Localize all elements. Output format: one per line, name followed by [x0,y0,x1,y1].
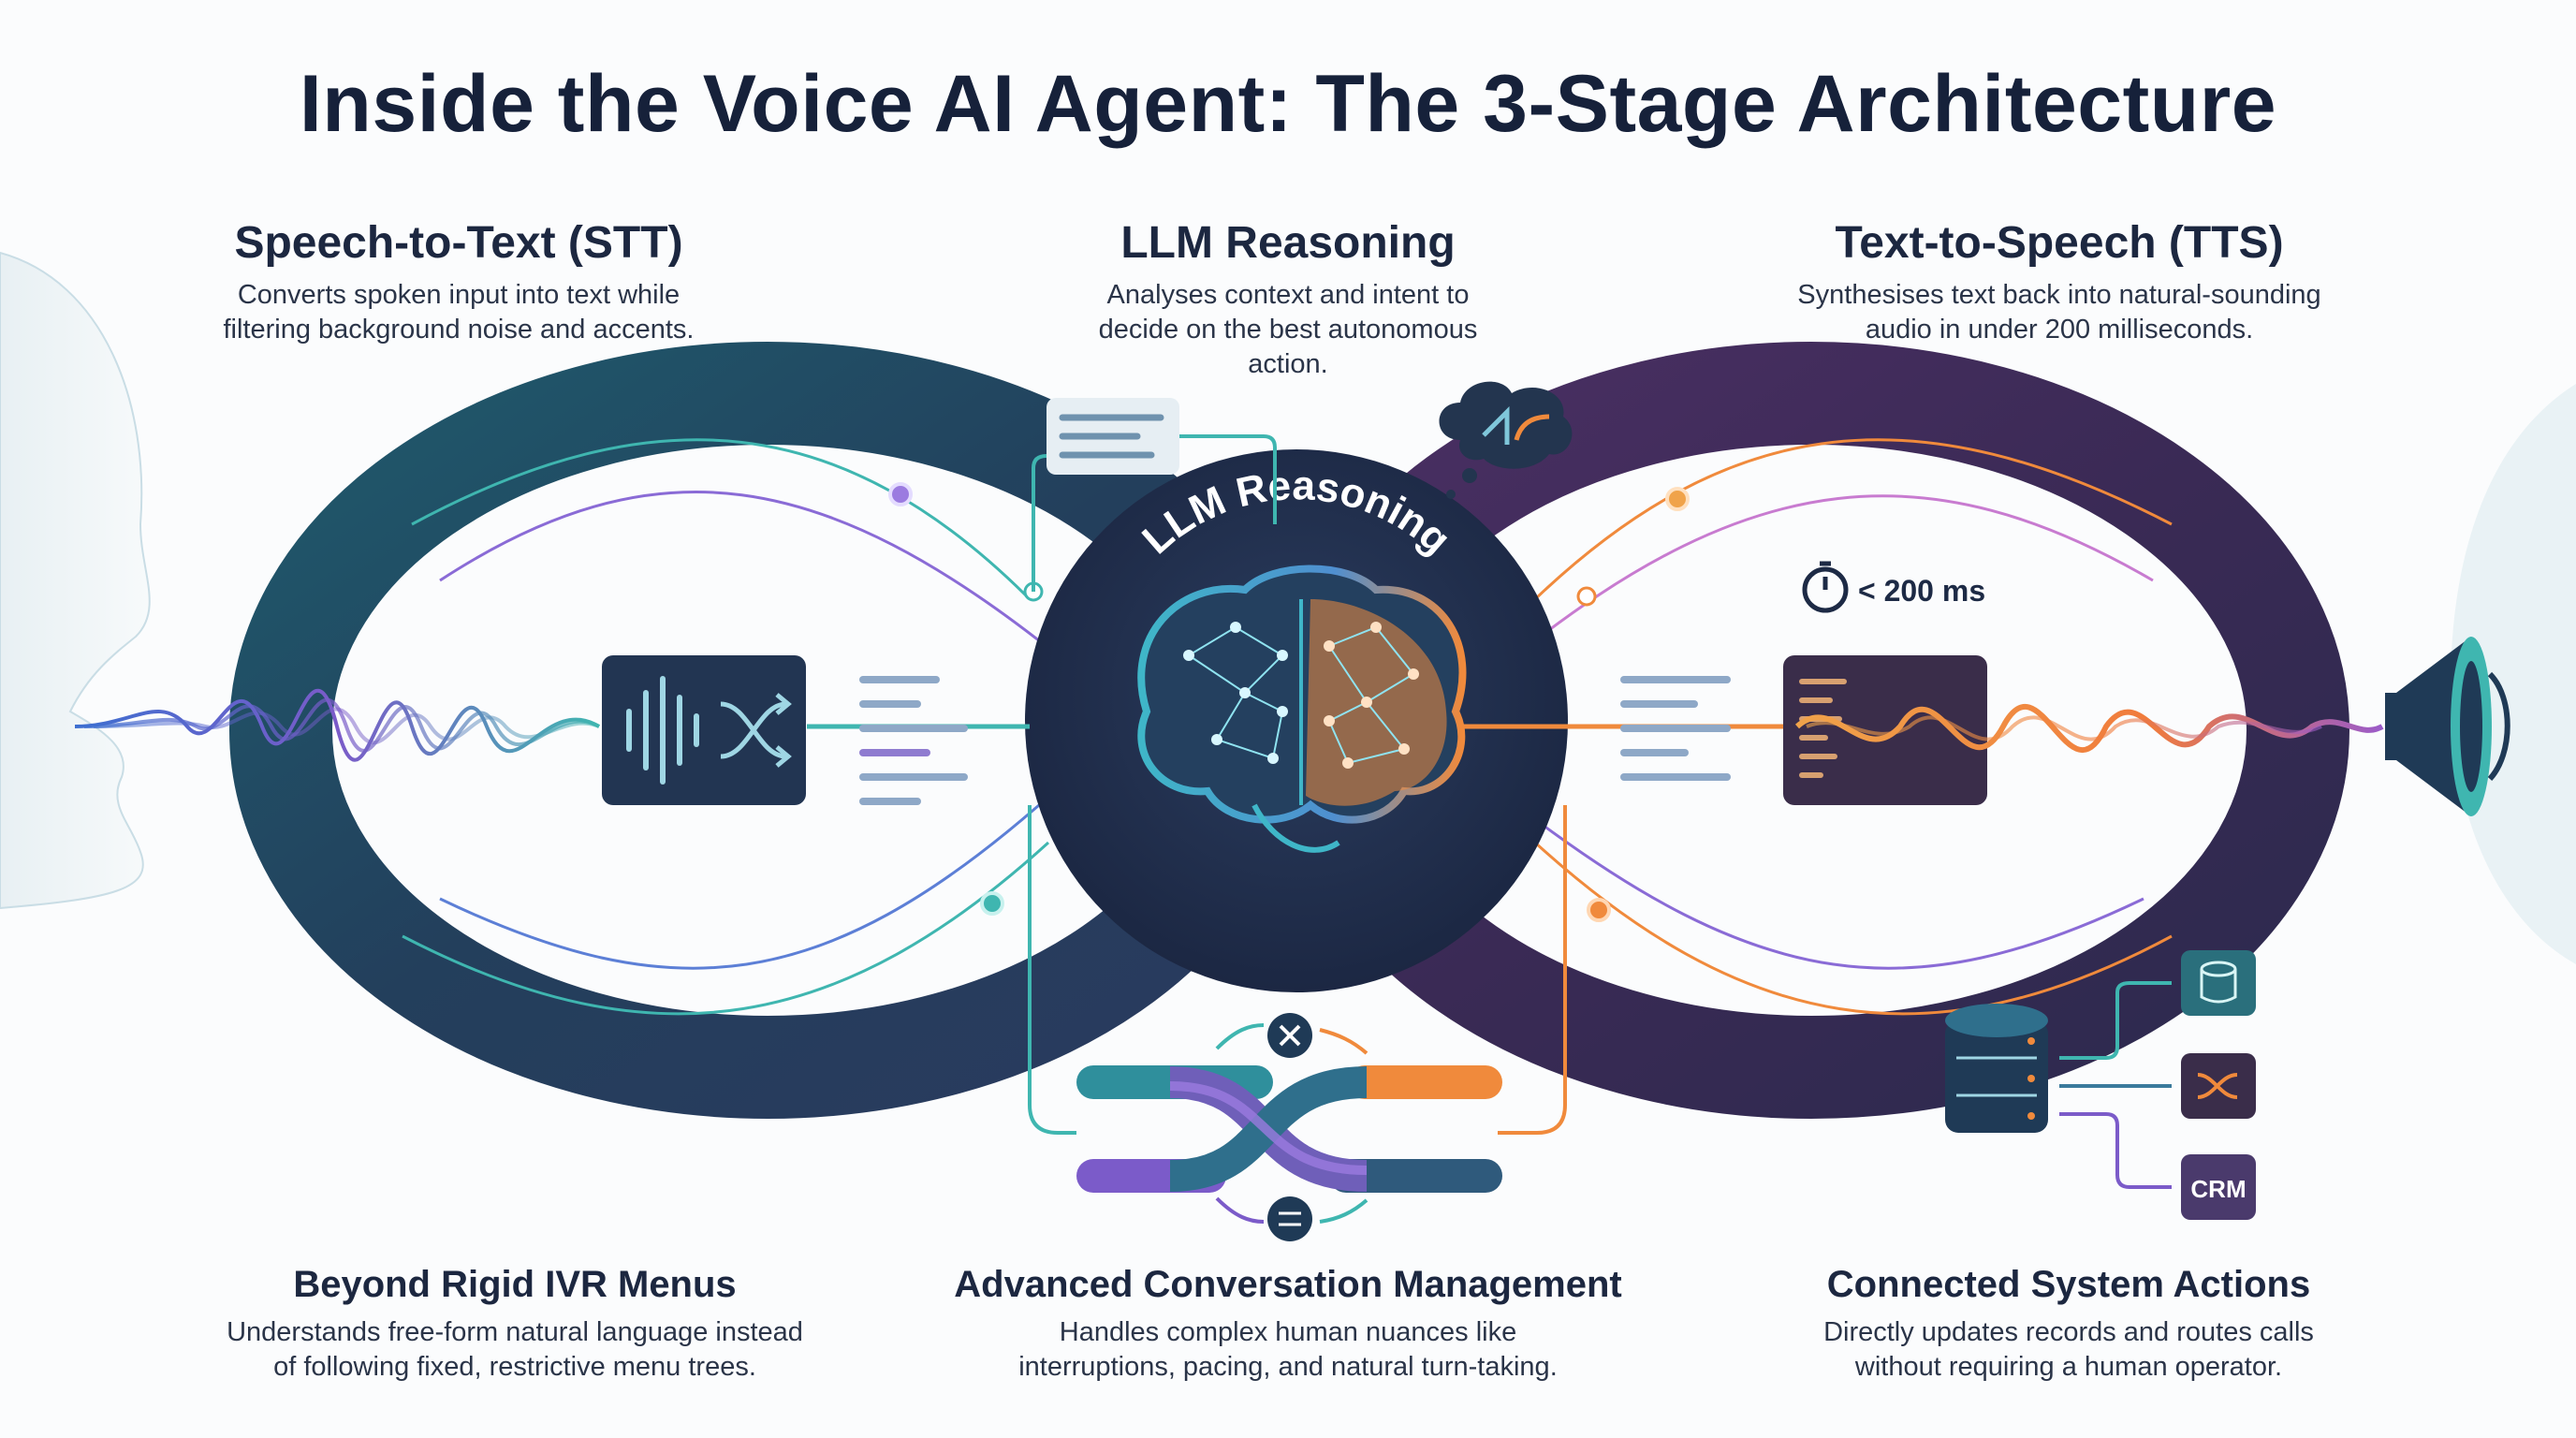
node-dot [980,891,1004,916]
routing-card [2181,1053,2256,1119]
latency-label: < 200 ms [1858,574,1985,608]
feature-conversation: Advanced Conversation Management Handles… [914,1264,1662,1385]
speaker-icon [2385,637,2510,816]
doc-connector-down [1032,454,1047,592]
database-card [2181,950,2256,1016]
text-lines-icon [1620,676,1731,781]
feature-system-actions-line2: without requiring a human operator. [1854,1352,2283,1382]
stage-stt: Speech-to-Text (STT) Converts spoken inp… [159,217,758,347]
feature-ivr-heading: Beyond Rigid IVR Menus [293,1264,737,1305]
stage-tts-line2: audio in under 200 milliseconds. [1865,315,2254,345]
crm-label: CRM [2190,1175,2246,1203]
conversation-bracket-right [1498,805,1567,1135]
stage-llm-heading: LLM Reasoning [1120,218,1456,268]
database-icon [1945,1004,2048,1133]
stage-llm-line2: decide on the best autonomous [1098,315,1478,345]
text-lines-icon [859,676,968,805]
crm-card: CRM [2181,1154,2256,1220]
feature-conversation-line2: interruptions, pacing, and natural turn-… [1018,1352,1558,1382]
doc-lines-icon [1059,414,1164,459]
turn-taking-icon [1267,1196,1312,1241]
arrow-curve-bottom [1319,1198,1368,1224]
feature-conversation-description: Handles complex human nuances like inter… [914,1315,1662,1385]
stage-stt-line2: filtering background noise and accents. [223,315,695,345]
page-title: Inside the Voice AI Agent: The 3-Stage A… [299,59,2277,149]
node-dot [888,482,913,506]
interrupt-icon [1267,1013,1312,1058]
arrow-curve-bottom [1215,1196,1265,1224]
node-dot [1587,898,1611,922]
stage-tts-heading: Text-to-Speech (TTS) [1835,218,2284,268]
shuffle-icon [720,693,792,768]
voice-waveform-right [1794,703,2384,754]
tts-card [1783,655,1987,805]
feature-system-actions: Connected System Actions Directly update… [1694,1264,2443,1385]
conversation-flow [1076,1065,1502,1193]
system-connectors [2059,981,2172,1189]
stopwatch-icon [1802,561,1849,613]
stage-tts-description: Synthesises text back into natural-sound… [1741,278,2378,347]
stage-llm-line1: Analyses context and intent to [1106,280,1470,310]
feature-system-actions-heading: Connected System Actions [1826,1264,2311,1305]
feature-system-actions-line1: Directly updates records and routes call… [1823,1317,2314,1347]
circuit-lines [402,438,2173,1016]
stage-llm-description: Analyses context and intent to decide on… [1007,278,1569,382]
audio-bars-icon [626,676,699,785]
voice-waveform-left [74,688,601,762]
stt-card [602,655,806,805]
thought-cloud-icon [1439,381,1573,499]
conversation-bracket-left [1028,805,1076,1135]
brain-icon [1137,565,1467,853]
feature-ivr-line2: of following fixed, restrictive menu tre… [273,1352,756,1382]
face-silhouette-left [0,251,151,910]
stage-llm: LLM Reasoning Analyses context and inten… [1007,217,1569,382]
arrow-curve-top [1215,1023,1265,1050]
feature-ivr-line1: Understands free-form natural language i… [227,1317,803,1347]
feature-conversation-heading: Advanced Conversation Management [954,1264,1622,1305]
stage-tts-line1: Synthesises text back into natural-sound… [1797,280,2321,310]
feature-conversation-line1: Handles complex human nuances like [1059,1317,1517,1347]
node-dot [1665,487,1690,511]
feature-ivr: Beyond Rigid IVR Menus Understands free-… [140,1264,889,1385]
node-dot [1576,586,1597,607]
doc-connector [1179,434,1277,524]
stage-llm-line3: action. [1248,349,1328,379]
stage-tts: Text-to-Speech (TTS) Synthesises text ba… [1741,217,2378,347]
speaker-glow-right [2451,384,2576,964]
arrow-curve-top [1319,1028,1368,1055]
stage-stt-heading: Speech-to-Text (STT) [234,218,683,268]
stage-stt-description: Converts spoken input into text while fi… [159,278,758,347]
feature-ivr-description: Understands free-form natural language i… [140,1315,889,1385]
feature-system-actions-description: Directly updates records and routes call… [1694,1315,2443,1385]
stage-stt-line1: Converts spoken input into text while [237,280,681,310]
